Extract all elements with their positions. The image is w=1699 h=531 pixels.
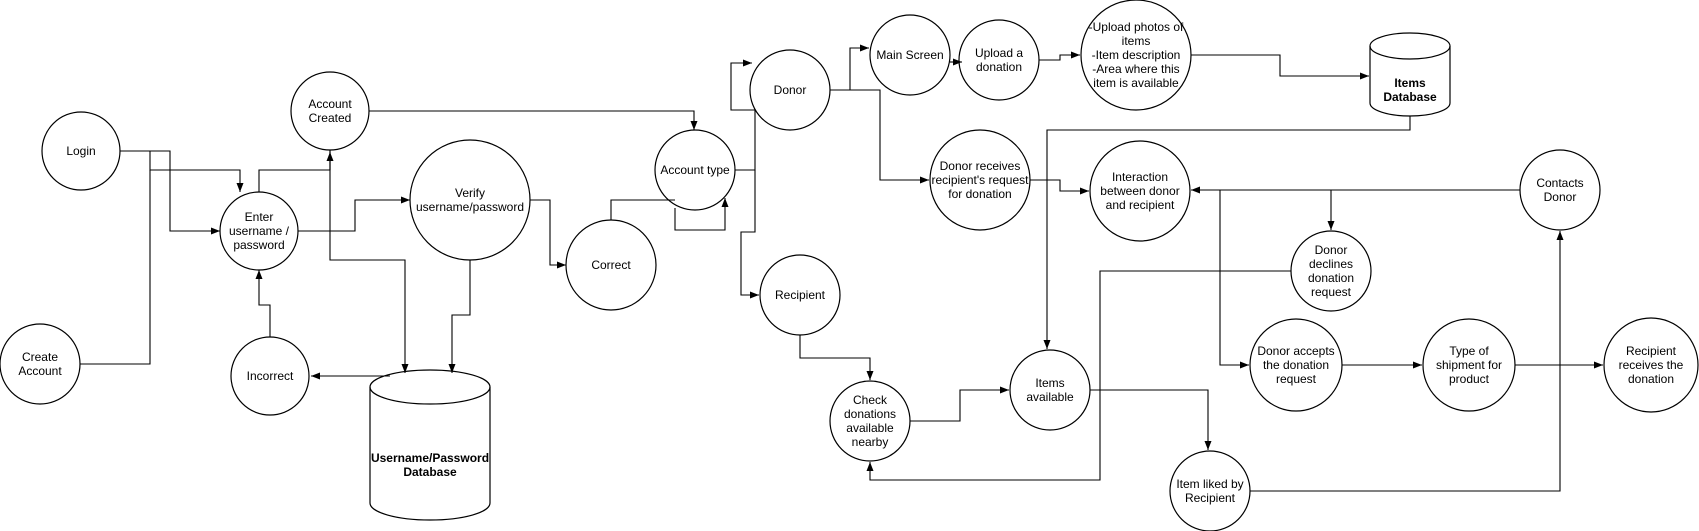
account-created-label: Account Created — [308, 97, 352, 125]
incorrect-label: Incorrect — [246, 369, 294, 383]
user-db-cylinder — [369, 369, 491, 521]
contacts-donor-label: Contacts Donor — [1536, 176, 1584, 204]
connector-liked-contacts — [1250, 231, 1564, 492]
upload-details-label: -Upload photos of items -Item descriptio… — [1088, 20, 1184, 90]
user-db-label: Username/Password Database — [370, 451, 490, 479]
recipient-receives-label: Recipient receives the donation — [1618, 344, 1684, 386]
upload-donation-label: Upload a donation — [974, 46, 1024, 74]
connector-type-donor — [730, 59, 756, 171]
connector-available-liked — [1090, 389, 1212, 450]
donor-receives-request-label: Donor receives recipient's request for d… — [931, 159, 1029, 201]
donor-label: Donor — [773, 83, 807, 97]
main-screen-circle — [869, 14, 951, 96]
connector-donor-main — [830, 44, 869, 91]
recipient-label: Recipient — [774, 288, 826, 302]
verify-label: Verify username/password — [415, 186, 525, 214]
connector-declines-check — [866, 270, 1291, 481]
recipient-receives-circle — [1603, 317, 1699, 413]
connector-verify-db — [448, 260, 471, 373]
connector-login-enter — [120, 150, 220, 235]
enter-credentials-label: Enter username / password — [228, 210, 290, 252]
correct-label: Correct — [591, 258, 631, 272]
interaction-circle — [1089, 140, 1191, 242]
connector-upload-details — [1039, 51, 1080, 61]
connector-donor-request — [830, 89, 929, 184]
connector-request-interaction — [1030, 179, 1089, 195]
connector-incorrect-enter — [255, 270, 271, 337]
connector-type-recipient — [740, 170, 759, 299]
shipment-type-label: Type of shipment for product — [1435, 344, 1503, 386]
connector-created-db — [329, 150, 409, 373]
connector-itemsdb-available — [1043, 116, 1411, 349]
donor-declines-label: Donor declines donation request — [1307, 243, 1355, 299]
login-label: Login — [66, 144, 96, 158]
connector-login-enter-top — [149, 151, 244, 192]
connector-correct-type — [610, 199, 675, 220]
create-account-label: Create Account — [18, 350, 62, 378]
connector-interaction-accepts — [1219, 190, 1249, 369]
items-db-cylinder — [1369, 32, 1451, 117]
connector-enter-created — [258, 150, 331, 192]
donor-accepts-label: Donor accepts the donation request — [1257, 344, 1335, 386]
item-liked-label: Item liked by Recipient — [1176, 477, 1244, 505]
items-available-label: Items available — [1026, 376, 1074, 404]
connector-recipient-check — [799, 335, 874, 380]
connector-created-type — [369, 110, 698, 130]
connector-enter-verify — [298, 196, 410, 232]
check-nearby-label: Check donations available nearby — [843, 393, 897, 449]
connector-create-enter — [80, 170, 151, 365]
connector-correct-type-b — [674, 198, 729, 231]
interaction-label: Interaction between donor and recipient — [1100, 170, 1180, 212]
main-screen-label: Main Screen — [876, 48, 944, 62]
connector-verify-correct — [530, 199, 566, 269]
items-db-label: Items Database — [1383, 76, 1437, 104]
account-type-label: Account type — [660, 163, 730, 177]
connector-details-itemsdb — [1191, 54, 1369, 80]
connector-check-available — [910, 386, 1009, 422]
